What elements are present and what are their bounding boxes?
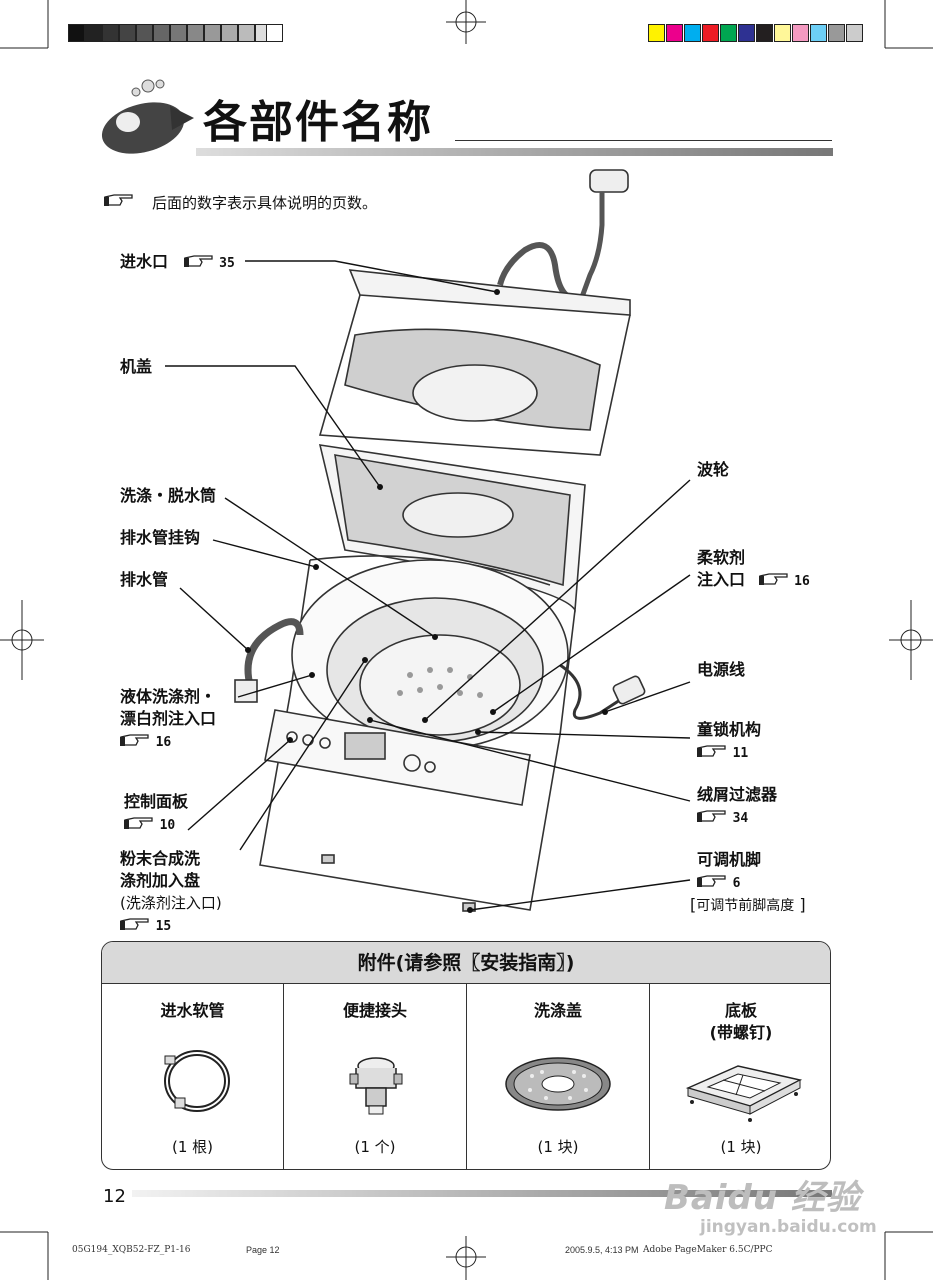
page-title: 各部件名称 xyxy=(203,97,433,148)
inlet-hose-icon xyxy=(164,1050,230,1112)
footer-app: Adobe PageMaker 6.5C/PPC xyxy=(643,1245,773,1255)
label-child-lock: 童锁机构 11 xyxy=(697,720,762,761)
accessory-wash-cover: 洗涤盖 (1 块) xyxy=(467,984,650,1169)
bottom-gradient-bar xyxy=(132,1190,832,1197)
pointing-hand-icon xyxy=(124,817,153,829)
pointing-hand-icon xyxy=(104,194,133,206)
wash-cover-icon xyxy=(505,1057,611,1111)
quick-connector-icon xyxy=(349,1057,403,1115)
label-power-cord: 电源线 xyxy=(697,660,746,679)
washing-machine-illustration xyxy=(234,169,646,912)
accessory-base-plate: 底板 (带螺钉) (1 块) xyxy=(650,984,830,1169)
label-pulsator: 波轮 xyxy=(697,460,730,479)
label-control-panel: 控制面板 10 xyxy=(124,792,189,833)
label-powder-detergent: 粉末合成洗 涤剂加入盘 (洗涤剂注入口) 15 xyxy=(120,849,222,934)
pointing-hand-icon xyxy=(697,875,726,887)
label-lint-filter: 绒屑过滤器 34 xyxy=(697,785,778,826)
label-drain-hose: 排水管 xyxy=(120,570,169,589)
footer-timestamp: 2005.9.5, 4:13 PM xyxy=(565,1245,639,1255)
baidu-watermark-url: jingyan.baidu.com xyxy=(700,1217,877,1237)
baidu-watermark: Baidu 经验 xyxy=(664,1178,861,1218)
base-plate-icon xyxy=(685,1065,803,1122)
title-logo-icon xyxy=(101,79,194,154)
accessory-quick-connector: 便捷接头 (1 个) xyxy=(284,984,467,1169)
accessory-inlet-hose: 进水软管 (1 根) xyxy=(102,984,284,1169)
pointing-hand-icon xyxy=(183,255,213,267)
pointing-hand-icon xyxy=(758,573,788,585)
label-softener: 柔软剂 注入口 16 xyxy=(697,548,810,589)
accessories-header: 附件(请参照〖安装指南〗) xyxy=(102,942,830,984)
page-reference-note: 后面的数字表示具体说明的页数。 xyxy=(152,194,378,212)
label-hose-hook: 排水管挂钩 xyxy=(120,528,201,547)
label-liquid-detergent: 液体洗涤剂・ 漂白剂注入口 16 xyxy=(120,687,217,750)
pointing-hand-icon xyxy=(697,745,726,757)
color-bar xyxy=(648,12,864,42)
footer-page: Page 12 xyxy=(246,1245,280,1255)
grayscale-bar xyxy=(68,12,283,42)
label-water-inlet: 进水口 35 xyxy=(120,252,235,271)
title-underline xyxy=(455,140,832,141)
label-tub: 洗涤・脱水筒 xyxy=(120,486,217,505)
pointing-hand-icon xyxy=(120,918,149,930)
footer-file: 05G194_XQB52-FZ_P1-16 xyxy=(72,1245,191,1255)
title-gradient-bar xyxy=(196,148,833,156)
label-adjustable-foot: 可调机脚 6 xyxy=(697,850,762,891)
pointing-hand-icon xyxy=(120,734,149,746)
page-number: 12 xyxy=(103,1186,126,1207)
label-lid: 机盖 xyxy=(120,357,153,376)
accessories-box: 附件(请参照〖安装指南〗) 进水软管 (1 根) 便捷接头 (1 个) 洗涤盖 xyxy=(101,941,831,1170)
pointing-hand-icon xyxy=(697,810,726,822)
adjust-foot-note: [可调节前脚高度 ] xyxy=(690,895,806,914)
